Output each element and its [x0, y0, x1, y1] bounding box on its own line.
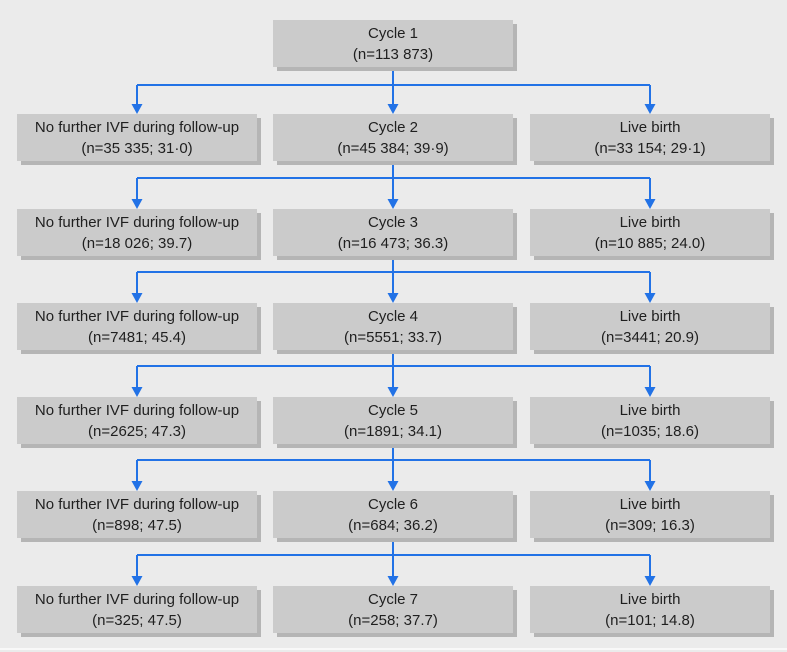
box-cycle-4: Cycle 4 (n=5551; 33.7) [273, 303, 513, 350]
box-cycle-7: Cycle 7 (n=258; 37.7) [273, 586, 513, 633]
box-stat: (n=7481; 45.4) [88, 328, 186, 346]
box-stat: (n=1035; 18.6) [601, 422, 699, 440]
connector-cycle6-to-row7 [131, 538, 656, 586]
box-title: Cycle 2 [367, 118, 419, 136]
box-stat: (n=101; 14.8) [605, 611, 695, 629]
box-title: Live birth [619, 590, 681, 608]
box-title: No further IVF during follow-up [34, 495, 240, 513]
box-no-further-ivf-row5: No further IVF during follow-up (n=2625;… [17, 397, 257, 444]
box-title: Cycle 1 [367, 24, 419, 42]
box-live-birth-row6: Live birth (n=309; 16.3) [530, 491, 770, 538]
box-cycle-5: Cycle 5 (n=1891; 34.1) [273, 397, 513, 444]
box-stat: (n=45 384; 39·9) [337, 139, 449, 157]
box-stat: (n=5551; 33.7) [344, 328, 442, 346]
box-live-birth-row3: Live birth (n=10 885; 24.0) [530, 209, 770, 256]
box-no-further-ivf-row2: No further IVF during follow-up (n=35 33… [17, 114, 257, 161]
connector-cycle1-to-row2 [131, 67, 656, 114]
box-cycle-6: Cycle 6 (n=684; 36.2) [273, 491, 513, 538]
box-live-birth-row4: Live birth (n=3441; 20.9) [530, 303, 770, 350]
box-stat: (n=33 154; 29·1) [594, 139, 706, 157]
box-title: No further IVF during follow-up [34, 590, 240, 608]
box-title: Cycle 3 [367, 213, 419, 231]
box-title: No further IVF during follow-up [34, 307, 240, 325]
box-stat: (n=1891; 34.1) [344, 422, 442, 440]
box-stat: (n=3441; 20.9) [601, 328, 699, 346]
box-title: No further IVF during follow-up [34, 118, 240, 136]
box-live-birth-row2: Live birth (n=33 154; 29·1) [530, 114, 770, 161]
box-stat: (n=113 873) [352, 45, 434, 63]
box-title: Live birth [619, 118, 681, 136]
box-stat: (n=258; 37.7) [348, 611, 438, 629]
box-no-further-ivf-row4: No further IVF during follow-up (n=7481;… [17, 303, 257, 350]
bottom-rule [0, 648, 787, 650]
box-stat: (n=684; 36.2) [348, 516, 438, 534]
connector-cycle3-to-row4 [131, 256, 656, 303]
connector-cycle4-to-row5 [131, 350, 656, 397]
box-title: Live birth [619, 213, 681, 231]
box-stat: (n=325; 47.5) [92, 611, 182, 629]
box-no-further-ivf-row6: No further IVF during follow-up (n=898; … [17, 491, 257, 538]
box-title: Cycle 4 [367, 307, 419, 325]
box-stat: (n=16 473; 36.3) [337, 234, 449, 252]
box-no-further-ivf-row3: No further IVF during follow-up (n=18 02… [17, 209, 257, 256]
connector-cycle2-to-row3 [131, 161, 656, 209]
box-cycle-3: Cycle 3 (n=16 473; 36.3) [273, 209, 513, 256]
box-stat: (n=10 885; 24.0) [594, 234, 706, 252]
box-title: Live birth [619, 307, 681, 325]
box-live-birth-row5: Live birth (n=1035; 18.6) [530, 397, 770, 444]
box-title: Cycle 7 [367, 590, 419, 608]
box-stat: (n=2625; 47.3) [88, 422, 186, 440]
box-title: Live birth [619, 401, 681, 419]
box-title: No further IVF during follow-up [34, 213, 240, 231]
box-cycle-1: Cycle 1 (n=113 873) [273, 20, 513, 67]
box-stat: (n=35 335; 31·0) [81, 139, 193, 157]
box-cycle-2: Cycle 2 (n=45 384; 39·9) [273, 114, 513, 161]
box-title: Cycle 5 [367, 401, 419, 419]
connector-cycle5-to-row6 [131, 444, 656, 491]
box-stat: (n=309; 16.3) [605, 516, 695, 534]
box-no-further-ivf-row7: No further IVF during follow-up (n=325; … [17, 586, 257, 633]
box-stat: (n=898; 47.5) [92, 516, 182, 534]
box-live-birth-row7: Live birth (n=101; 14.8) [530, 586, 770, 633]
box-stat: (n=18 026; 39.7) [81, 234, 193, 252]
box-title: Cycle 6 [367, 495, 419, 513]
box-title: Live birth [619, 495, 681, 513]
box-title: No further IVF during follow-up [34, 401, 240, 419]
